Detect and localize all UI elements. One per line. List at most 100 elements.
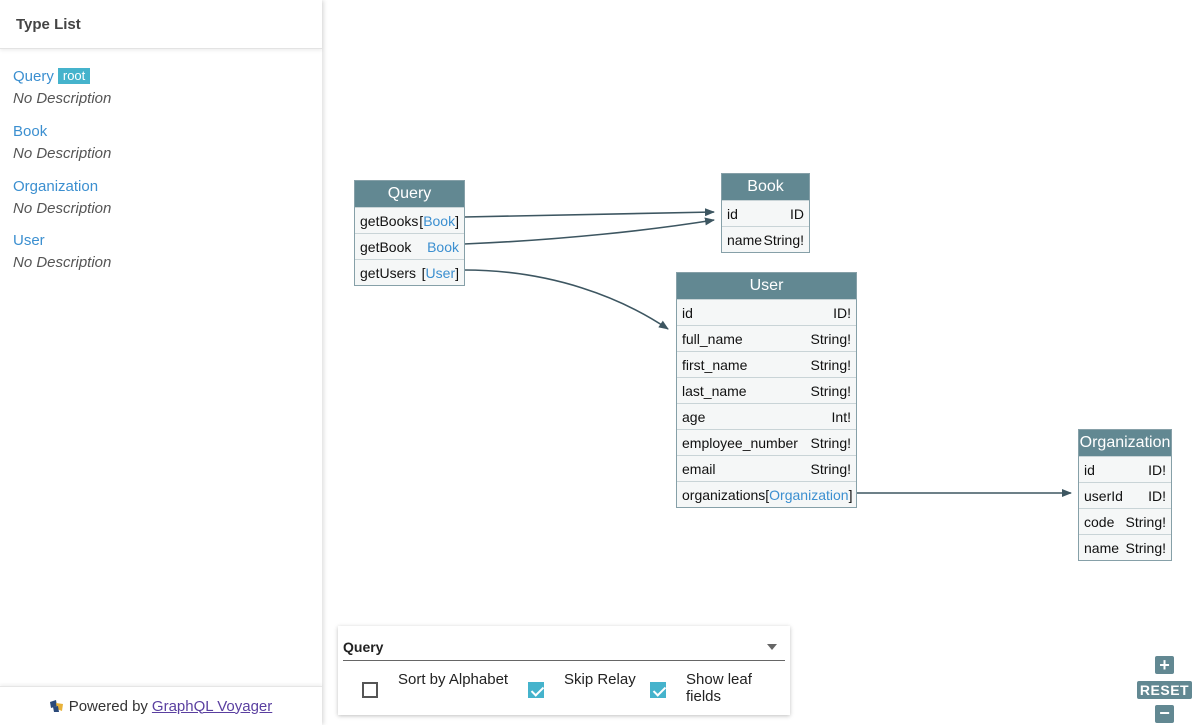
bracket-close: ] [455,212,459,229]
field-name: employee_number [682,434,798,451]
field-type: ID [790,205,804,222]
type-link-book[interactable]: Book [423,212,456,229]
type-item-user[interactable]: User No Description [13,232,111,271]
voyager-logo-icon [49,700,63,712]
field-user-last-name[interactable]: last_name String! [677,377,856,403]
type-desc-book: No Description [13,145,112,162]
bracket-open: [ [421,264,426,281]
node-title-user: User [677,273,856,299]
field-name: name [727,231,763,248]
field-query-getbooks[interactable]: getBooks [Book] [355,207,464,233]
edges-layer [463,208,1072,497]
bracket-open: [ [419,212,424,229]
field-user-employee-number[interactable]: employee_number String! [677,429,856,455]
field-organization-name[interactable]: name String! [1079,534,1171,560]
settings-panel: Query Sort by Alphabet Skip Relay Show l… [338,626,790,715]
field-type: String! [810,382,851,399]
field-name: full_name [682,330,743,347]
zoom-in-button[interactable]: + [1155,656,1174,674]
type-desc-organization: No Description [13,200,112,217]
field-name: id [1084,461,1095,478]
type-name-query[interactable]: Query [13,68,54,85]
edge-getusers-user[interactable] [463,269,669,330]
field-type: String! [1125,513,1166,530]
bracket-close: ] [455,264,459,281]
type-link-organization[interactable]: Organization [769,486,849,503]
graph-canvas[interactable] [322,0,1200,725]
field-user-id[interactable]: id ID! [677,299,856,325]
field-type: String! [810,434,851,451]
show-leaf-fields-label[interactable]: Show leaf fields [686,671,752,705]
field-name: getBook [360,238,412,255]
field-name: id [682,304,693,321]
field-user-age[interactable]: age Int! [677,403,856,429]
type-list-title: Type List [0,0,322,49]
show-leaf-fields-checkbox[interactable] [650,682,666,698]
field-name: name [1084,539,1120,556]
field-name: code [1084,513,1115,530]
field-user-full-name[interactable]: full_name String! [677,325,856,351]
type-item-book[interactable]: Book No Description [13,123,111,162]
field-organization-code[interactable]: code String! [1079,508,1171,534]
node-query[interactable]: Query getBooks [Book] getBook Book getUs… [354,180,465,286]
sort-alphabet-label[interactable]: Sort by Alphabet [398,671,509,688]
field-name: id [727,205,738,222]
field-name: organizations [682,486,766,503]
field-type: String! [810,330,851,347]
skip-relay-label[interactable]: Skip Relay [564,671,636,688]
field-type: ID! [1148,461,1166,478]
field-type: String! [763,231,804,248]
field-name: userId [1084,487,1123,504]
graphql-voyager-link[interactable]: GraphQL Voyager [151,697,273,715]
node-title-book: Book [722,174,809,200]
node-title-query: Query [355,181,464,207]
chevron-down-icon[interactable] [767,644,777,650]
field-book-name[interactable]: name String! [722,226,809,252]
field-type: String! [1125,539,1166,556]
field-name: email [682,460,716,477]
type-desc-query: No Description [13,90,112,107]
bracket-open: [ [765,486,770,503]
field-name: getBooks [360,212,419,229]
field-type: ID! [1148,487,1166,504]
zoom-out-button[interactable]: − [1155,704,1174,723]
edge-getbooks-book[interactable] [463,208,715,218]
field-name: age [682,408,706,425]
type-link-book[interactable]: Book [427,238,459,255]
root-type-value: Query [343,639,384,655]
field-user-email[interactable]: email String! [677,455,856,481]
type-name-user[interactable]: User [13,232,45,249]
edge-getbook-book[interactable] [463,217,715,245]
type-item-organization[interactable]: Organization No Description [13,178,111,217]
field-organization-userid[interactable]: userId ID! [1079,482,1171,508]
field-name: getUsers [360,264,417,281]
powered-by-text: Powered by [68,697,148,715]
sort-alphabet-checkbox[interactable] [362,682,378,698]
bracket-close: ] [848,486,853,503]
field-name: last_name [682,382,747,399]
type-link-user[interactable]: User [425,264,456,281]
root-badge: root [57,68,91,84]
skip-relay-checkbox[interactable] [528,682,544,698]
field-type: String! [810,356,851,373]
type-desc-user: No Description [13,254,112,271]
field-organization-id[interactable]: id ID! [1079,456,1171,482]
node-book[interactable]: Book id ID name String! [721,173,810,253]
field-type: ID! [833,304,851,321]
field-type: String! [810,460,851,477]
type-name-book[interactable]: Book [13,123,48,140]
field-query-getusers[interactable]: getUsers [User] [355,259,464,285]
field-type: Int! [831,408,851,425]
powered-by-footer: Powered by GraphQL Voyager [0,686,322,725]
field-book-id[interactable]: id ID [722,200,809,226]
root-type-select[interactable]: Query [343,634,785,661]
field-query-getbook[interactable]: getBook Book [355,233,464,259]
type-name-organization[interactable]: Organization [13,178,99,195]
field-user-organizations[interactable]: organizations [Organization] [677,481,856,507]
reset-zoom-button[interactable]: RESET [1137,681,1192,699]
